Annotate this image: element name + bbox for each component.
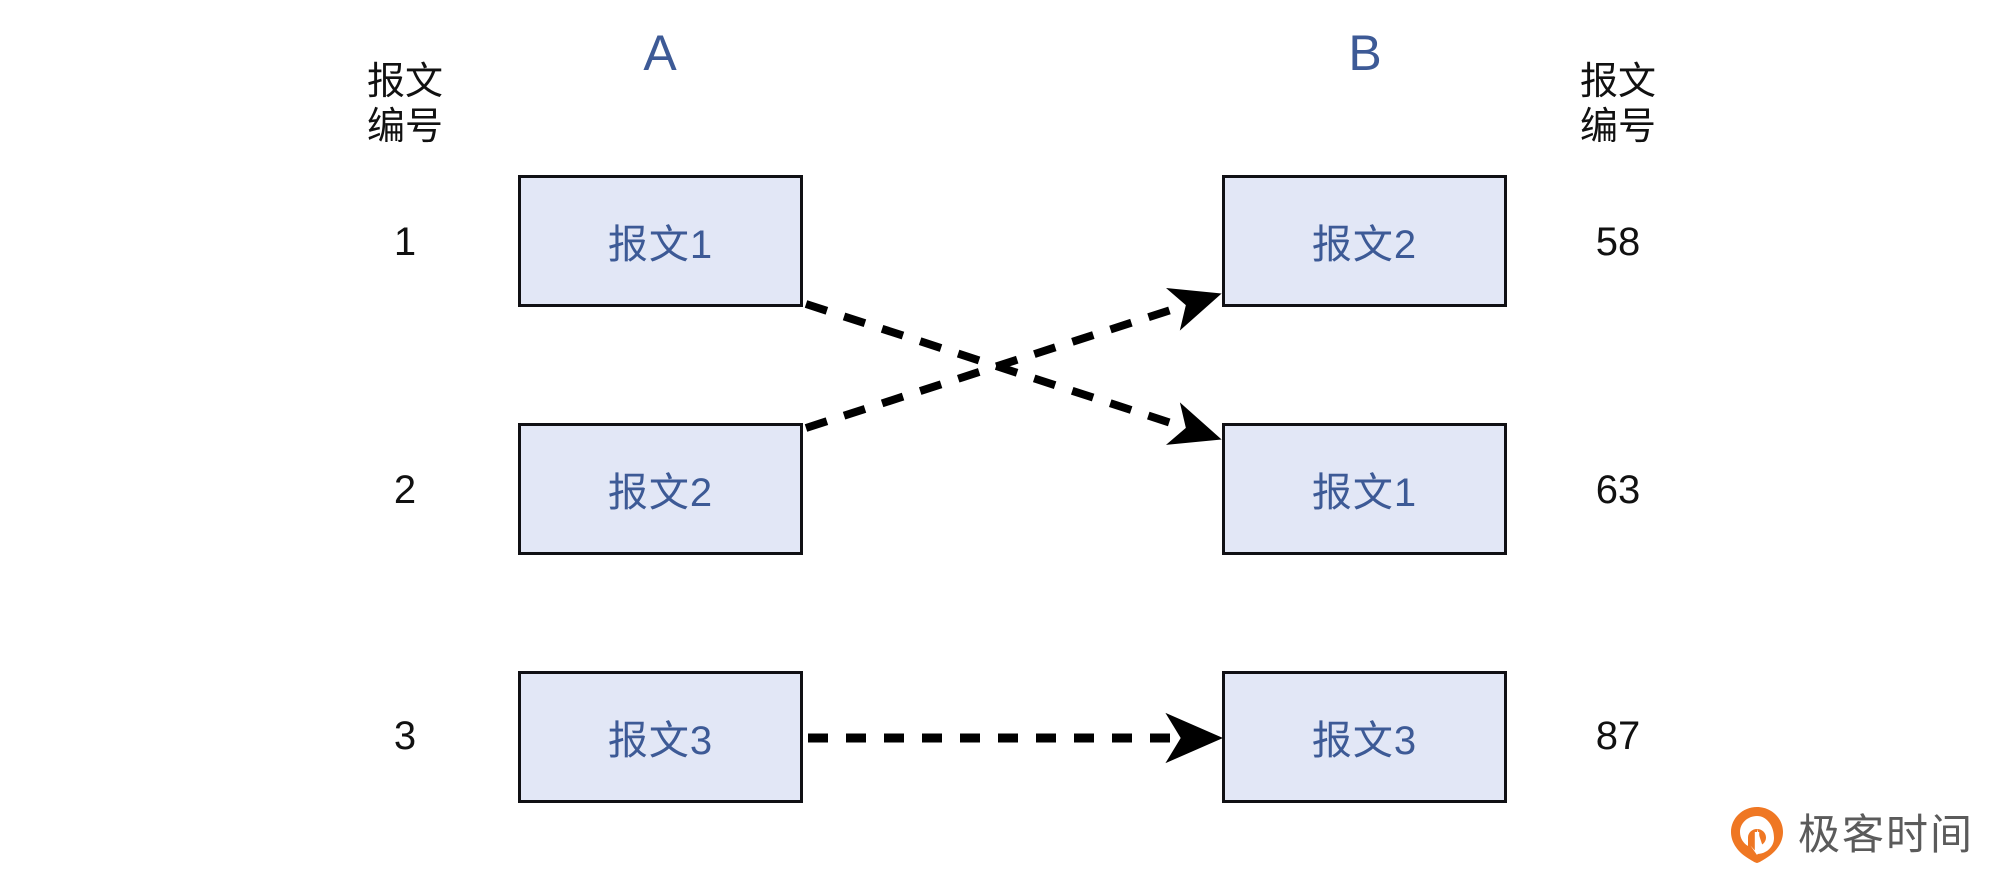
brand-name: 极客时间: [1798, 811, 1975, 858]
message-box-b2: 报文1: [1222, 423, 1507, 555]
column-label-a: A: [643, 25, 677, 81]
column-label-b: B: [1348, 25, 1382, 81]
message-box-b1: 报文2: [1222, 175, 1507, 307]
right-index-number-2: 63: [1595, 468, 1641, 512]
geektime-logo-icon: [1731, 807, 1783, 863]
left-index-number-2: 2: [393, 468, 417, 512]
message-box-a3: 报文3: [518, 671, 803, 803]
arrow-a2-to-b1: [804, 287, 1222, 432]
right-index-number-1: 58: [1595, 220, 1641, 264]
left-index-number-3: 3: [393, 714, 417, 758]
right-index-number-3: 87: [1595, 714, 1641, 758]
left-index-header: 报文 编号: [366, 61, 443, 148]
arrow-a1-to-b2: [804, 300, 1222, 445]
brand-watermark: 极客时间: [1730, 806, 1974, 864]
message-box-b3: 报文3: [1222, 671, 1507, 803]
left-index-number-1: 1: [393, 220, 417, 264]
message-box-a2: 报文2: [518, 423, 803, 555]
message-box-a1: 报文1: [518, 175, 803, 307]
right-index-header: 报文 编号: [1579, 61, 1656, 148]
